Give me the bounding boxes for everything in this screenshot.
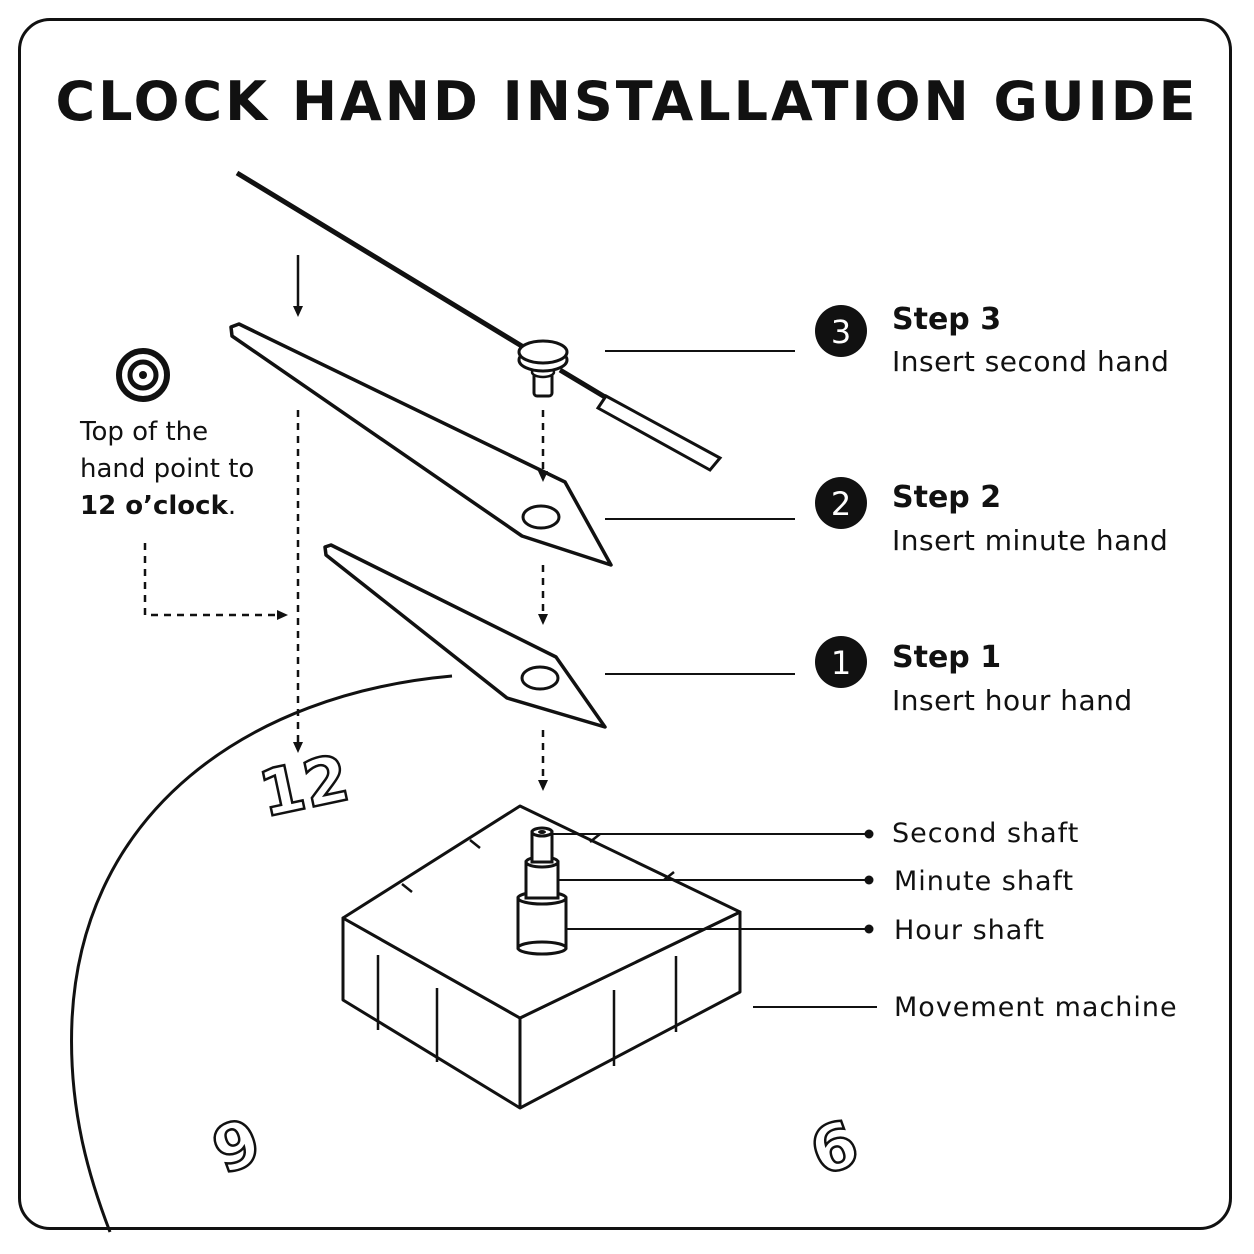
note-line-2: hand point to	[80, 454, 255, 484]
minute-shaft-label: Minute shaft	[894, 866, 1075, 897]
step-1-badge: 1	[815, 636, 867, 688]
minute-hand	[229, 322, 613, 567]
step-2-title: Step 2	[892, 480, 1002, 515]
movement-machine-label: Movement machine	[894, 992, 1178, 1023]
step-3-title: Step 3	[892, 302, 1002, 337]
clock-face-arc	[70, 674, 453, 1233]
step-3-badge: 3	[815, 305, 867, 357]
step-1-number: 1	[831, 644, 851, 682]
diagram-frame	[18, 18, 1232, 1230]
alignment-note: Top of the hand point to 12 o’clock.	[80, 414, 300, 525]
dial-number-9: 9	[203, 1105, 270, 1190]
note-line-3: 12 o’clock.	[80, 488, 300, 525]
hour-shaft-dot	[864, 924, 874, 934]
step-3-number: 3	[831, 313, 851, 351]
second-hand	[235, 170, 723, 472]
dial-number-12: 12	[253, 742, 356, 833]
note-emphasis: 12 o’clock	[80, 491, 228, 521]
page-title: CLOCK HAND INSTALLATION GUIDE	[55, 70, 1199, 133]
note-line-1: Top of the	[80, 417, 209, 447]
note-end: .	[227, 491, 237, 521]
step-2-description: Insert minute hand	[892, 524, 1169, 557]
target-icon	[116, 348, 170, 402]
second-shaft-label: Second shaft	[892, 818, 1080, 849]
step-1-description: Insert hour hand	[892, 684, 1133, 717]
hour-hand	[323, 543, 607, 729]
second-shaft-dot	[864, 829, 874, 839]
step-2-badge: 2	[815, 477, 867, 529]
step-2-number: 2	[831, 485, 851, 523]
minute-shaft-dot	[864, 875, 874, 885]
step-3-description: Insert second hand	[892, 345, 1170, 378]
dial-number-6: 6	[801, 1107, 868, 1192]
arrow-right-icon	[143, 543, 288, 620]
step-1-title: Step 1	[892, 640, 1002, 675]
shaft-stack	[516, 826, 568, 956]
hour-shaft-label: Hour shaft	[894, 915, 1045, 946]
